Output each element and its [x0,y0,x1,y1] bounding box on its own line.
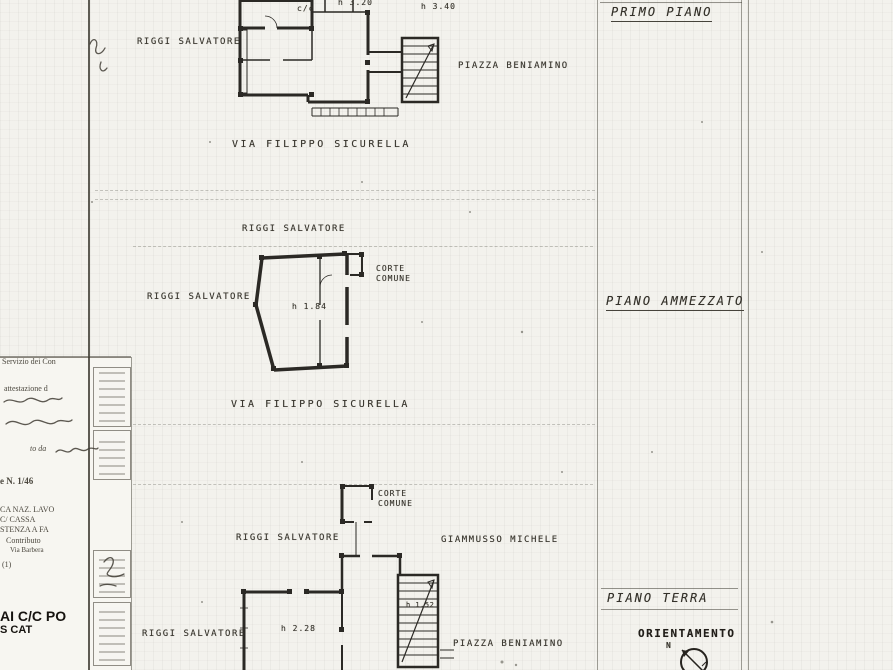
document-fragment: (1) [2,560,12,569]
grid-line [95,199,595,200]
court-label-line2: COMUNE [378,499,413,508]
floorplan-piano-ammezzato [253,251,364,372]
height-annotation: h 1.84 [292,302,327,311]
form-box [93,430,131,480]
owner-label: RIGGI SALVATORE [242,224,346,234]
floorplan-primo-piano [238,0,440,117]
street-label: VIA FILIPPO SICURELLA [232,139,411,150]
section-title-primo-piano: PRIMO PIANO [611,5,713,22]
compass-icon [680,648,708,670]
column-divider-line [748,0,749,670]
fold-line [88,0,90,670]
stamp-text: S CAT [0,624,33,636]
court-label: CORTE COMUNE [378,489,413,509]
grid-line [95,190,595,191]
document-fragment: attestazione d [4,384,48,393]
grid-line [133,424,595,425]
room-label: c/c [297,4,315,13]
document-fragment: STENZA A FA [0,525,49,534]
square-label: PIAZZA BENIAMINO [458,61,569,71]
document-fragment: Via Barbera [10,546,44,554]
height-annotation: h 3.40 [421,2,456,11]
document-edge-line [131,357,132,670]
floorplan-piano-terra [240,484,454,670]
rule-line [601,588,738,589]
document-fragment: Contributo [6,536,41,545]
compass-north-letter: N [666,641,672,650]
document-fragment: C/ CASSA [0,515,36,524]
height-annotation: h 2.28 [281,624,316,633]
owner-label: RIGGI SALVATORE [142,629,246,639]
street-label: VIA FILIPPO SICURELLA [231,399,410,410]
owner-label: RIGGI SALVATORE [147,292,251,302]
document-fragment: e N. 1/46 [0,476,34,486]
column-divider-line [597,0,598,670]
form-box [93,550,131,598]
height-annotation: h 1.52 [406,601,435,609]
stamp-text: AI C/C PO [0,608,67,624]
document-fragment: Servizio dei Con [2,357,56,366]
form-box [93,367,131,427]
court-label-line1: CORTE [378,489,408,498]
court-label: CORTE COMUNE [376,264,411,284]
orientation-title: ORIENTAMENTO [638,627,736,640]
form-box [93,602,131,666]
document-edge-line [0,356,131,357]
document-fragment: CA NAZ. LAVO [0,505,55,514]
grid-line [133,246,593,247]
owner-label: RIGGI SALVATORE [137,37,241,47]
court-label-line1: CORTE [376,264,406,273]
rule-line [601,609,738,610]
court-label-line2: COMUNE [376,274,411,283]
section-title-piano-terra: PIANO TERRA [607,591,709,605]
rule-line [600,2,742,3]
height-annotation: h 3.20 [338,0,373,7]
square-label: PIAZZA BENIAMINO [453,639,564,649]
owner-label: RIGGI SALVATORE [236,533,340,543]
column-divider-line [741,0,742,670]
grid-line [133,484,593,485]
neighbor-label: GIAMMUSSO MICHELE [441,535,559,545]
section-title-piano-ammezzato: PIANO AMMEZZATO [606,294,745,311]
document-fragment: to da [30,444,47,453]
